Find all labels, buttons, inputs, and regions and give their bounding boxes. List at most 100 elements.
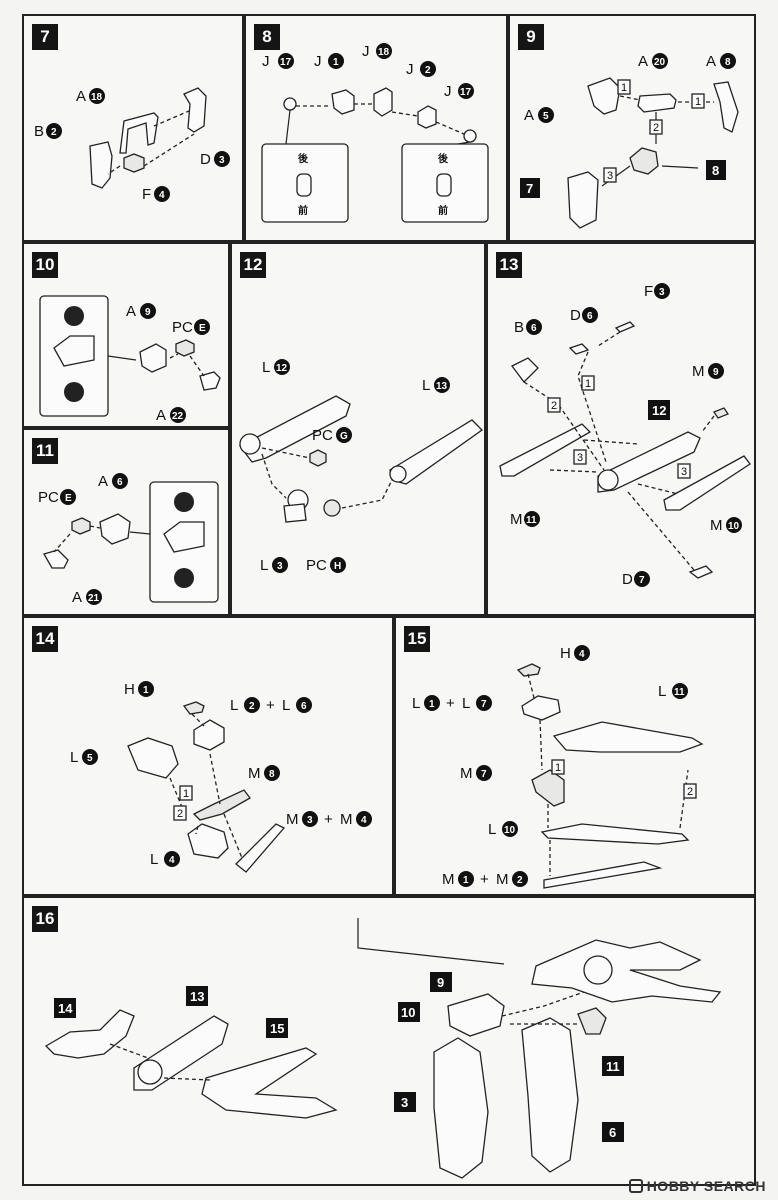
- part-a5: [587, 77, 621, 115]
- step-12-panel: 12 L 12 L 13 PC G L 3 PC H: [230, 242, 486, 616]
- label-11: 11: [526, 515, 537, 526]
- label-1: 1: [143, 685, 149, 696]
- step-number: 9: [518, 24, 544, 50]
- step-ref-6: 6: [609, 1125, 616, 1140]
- label-plus: +: [480, 871, 489, 888]
- part-m9: [713, 407, 729, 419]
- label-21: 21: [88, 593, 100, 604]
- part-j2: [417, 105, 437, 129]
- label-h: H: [124, 681, 135, 698]
- label-a: A: [706, 53, 716, 70]
- label-e: E: [65, 493, 72, 504]
- watermark-text: HOBBY SEARCH: [646, 1178, 766, 1194]
- label-10: 10: [504, 825, 516, 836]
- label-m: M: [248, 765, 261, 782]
- part-7: [567, 171, 599, 229]
- label-17: 17: [280, 57, 292, 68]
- label-6: 6: [531, 323, 537, 334]
- step-12-diagram: L 12 L 13 PC G L 3 PC H: [239, 359, 484, 574]
- step-number: 16: [32, 906, 58, 932]
- step-ref-14: 14: [58, 1001, 73, 1016]
- label-6: 6: [117, 477, 123, 488]
- label-pc: PC: [172, 319, 193, 336]
- label-a-num: 18: [91, 92, 103, 103]
- label-l: L: [658, 683, 666, 700]
- assembly-14: [44, 1009, 135, 1059]
- step-10-diagram: A 9 PC E A 22: [39, 295, 221, 424]
- part-m3-m4: [235, 823, 286, 873]
- seq-3: 3: [681, 466, 687, 478]
- label-13: 13: [436, 381, 448, 392]
- step-16-diagram: 14 13 15 9 10 3 6 11: [44, 918, 722, 1179]
- label-17: 17: [460, 87, 472, 98]
- part-b2: [89, 141, 113, 189]
- step-number: 15: [404, 626, 430, 652]
- label-a: A: [524, 107, 534, 124]
- step-ref-11: 11: [606, 1059, 620, 1074]
- label-l: L: [412, 695, 420, 712]
- step-ref-3: 3: [401, 1095, 408, 1110]
- seq-3: 3: [577, 452, 583, 464]
- step-11-diagram: PC E A 6 A 21: [38, 473, 219, 606]
- label-3: 3: [307, 815, 313, 826]
- label-m: M: [460, 765, 473, 782]
- label-back: 後: [438, 152, 449, 165]
- assembly-leg-left: [433, 1037, 489, 1179]
- label-m: M: [286, 811, 299, 828]
- part-j1: [331, 89, 355, 115]
- label-j: J: [362, 43, 370, 60]
- step-ref-13: 13: [190, 989, 204, 1004]
- label-h: H: [334, 561, 341, 572]
- part-j18: [373, 87, 393, 117]
- step-9-diagram: A 20 A 8 A 5 1 1 2 3 7 8: [520, 53, 739, 229]
- label-plus: +: [324, 811, 333, 828]
- label-d: D: [570, 307, 581, 324]
- label-j: J: [444, 83, 452, 100]
- label-h: H: [560, 645, 571, 662]
- part-a9: [139, 343, 167, 373]
- label-l: L: [260, 557, 268, 574]
- label-10: 10: [728, 521, 740, 532]
- label-20: 20: [654, 57, 666, 68]
- label-m: M: [510, 511, 523, 528]
- label-4: 4: [361, 815, 367, 826]
- label-2: 2: [249, 701, 255, 712]
- step-16-panel: 16 14 13 15 9 10 3 6: [22, 896, 756, 1186]
- step-8-diagram: J 17 J 1 J 18 J 2 J 17 後 前 後: [261, 43, 489, 223]
- label-j: J: [262, 53, 270, 70]
- part-m8: [192, 789, 251, 821]
- label-j: J: [314, 53, 322, 70]
- label-22: 22: [172, 411, 184, 422]
- label-plus: +: [446, 695, 455, 712]
- seq-1: 1: [621, 82, 627, 94]
- part-m10: [663, 455, 751, 511]
- label-a: A: [72, 589, 82, 606]
- part-j17-right: [463, 129, 477, 143]
- label-1: 1: [463, 875, 469, 886]
- label-f: F: [644, 283, 653, 300]
- label-7: 7: [481, 769, 487, 780]
- seq-2: 2: [687, 786, 693, 798]
- label-m: M: [340, 811, 353, 828]
- label-d: D: [622, 571, 633, 588]
- label-l: L: [262, 359, 270, 376]
- part-j17-left: [283, 97, 297, 111]
- part-l12-assembly: [597, 431, 701, 493]
- part-d7: [688, 565, 714, 579]
- step-number: 11: [32, 438, 58, 464]
- label-3: 3: [277, 561, 283, 572]
- label-l: L: [488, 821, 496, 838]
- label-5: 5: [87, 753, 93, 764]
- assembly-wing: [531, 939, 722, 1003]
- part-pch: [323, 499, 341, 517]
- step-14-diagram: H 1 L 2 + L 6 L 5 M 8 M 3 + M 4: [70, 681, 372, 873]
- part-h4: [516, 663, 541, 677]
- label-pc: PC: [38, 489, 59, 506]
- label-4: 4: [579, 649, 585, 660]
- label-4: 4: [169, 855, 175, 866]
- label-1: 1: [333, 57, 339, 68]
- label-plus: +: [266, 697, 275, 714]
- step-15-diagram: H 4 L 1 + L 7 L 11 1 2 M 7 L 10 M: [412, 645, 704, 889]
- label-d: D: [200, 151, 211, 168]
- label-l: L: [462, 695, 470, 712]
